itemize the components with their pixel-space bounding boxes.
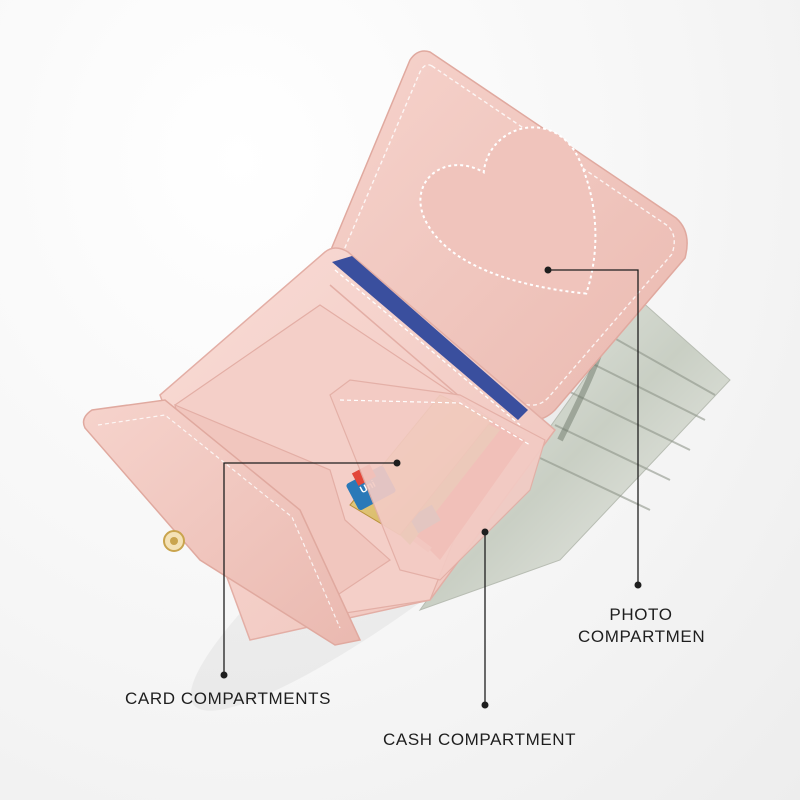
card-callout-line	[223, 462, 397, 675]
cash-compartment-label: CASH COMPARTMENT	[383, 730, 577, 749]
card-compartments-label: CARD COMPARTMENTS	[125, 689, 332, 708]
photo-label-line-2: COMPARTMEN	[578, 627, 706, 646]
photo-compartment-label: PHOTO COMPARTMEN	[578, 604, 706, 648]
callout-dots	[220, 266, 642, 709]
photo-callout-line	[548, 269, 639, 585]
left-flap	[82, 399, 362, 646]
callout-lines	[223, 269, 639, 705]
cash-stack	[418, 299, 731, 612]
heart-window-icon	[419, 126, 597, 295]
clasp-icon	[163, 530, 185, 552]
photo-label-line-1: PHOTO	[609, 605, 673, 624]
